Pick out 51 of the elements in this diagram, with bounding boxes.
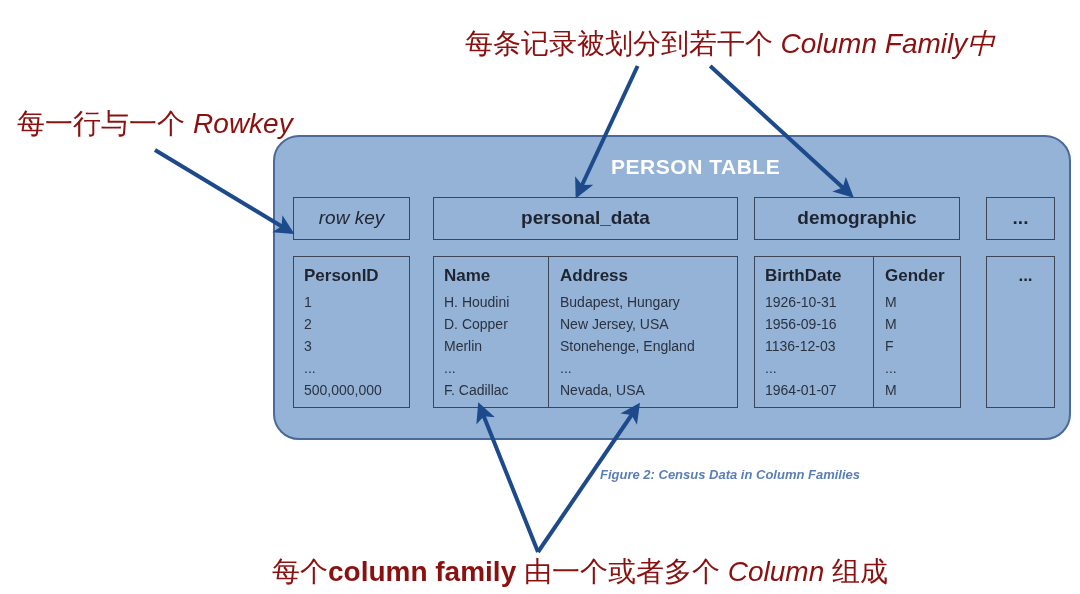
cell-value: M [885,292,898,312]
cell-value: H. Houdini [444,292,511,312]
arrow [476,402,540,553]
arrow [153,148,295,235]
table-title: PERSON TABLE [611,154,781,180]
cell-value: ... [304,358,317,378]
cell-value: 1926-10-31 [765,292,838,312]
cell-value: M [885,380,898,400]
column-family-header: personal_data [433,197,738,240]
column-box [549,256,738,408]
cell-value: F [885,336,895,356]
row-key-header: row key [293,197,410,240]
cell-value: D. Copper [444,314,509,334]
annotation-text: 每个column family 由一个或者多个 Column 组成 [230,552,930,592]
column-box [874,256,961,408]
cell-value: ... [560,358,573,378]
cell-value: 1136-12-03 [765,336,837,356]
cell-value: 2 [304,314,313,334]
cell-value: ... [885,358,898,378]
annotation-text: 每一行与一个 Rowkey [0,104,310,144]
figure-caption: Figure 2: Census Data in Column Families [600,466,861,484]
column-box [754,256,874,408]
cell-value: Stonehenge, England [560,336,696,356]
cell-value: ... [765,358,778,378]
cell-value: ... [444,358,457,378]
column-name: ... [1018,265,1033,287]
cell-value: New Jersey, USA [560,314,670,334]
cell-value: Merlin [444,336,484,356]
cell-value: 3 [304,336,313,356]
arrow [536,402,640,554]
cell-value: Budapest, Hungary [560,292,681,312]
column-name: BirthDate [765,265,843,287]
column-box [986,256,1055,408]
cell-value: 1 [304,292,313,312]
column-name: Address [560,265,630,287]
column-name: Name [444,265,492,287]
column-box [293,256,410,408]
column-family-header: ... [986,197,1055,240]
cell-value: 500,000,000 [304,380,383,400]
cell-value: 1964-01-07 [765,380,838,400]
column-box [433,256,549,408]
column-name: Gender [885,265,946,287]
column-name: PersonID [304,265,380,287]
cell-value: M [885,314,898,334]
cell-value: Nevada, USA [560,380,646,400]
arrow [708,64,854,198]
annotation-text: 每条记录被划分到若干个 Column Family中 [400,22,1060,66]
column-family-header: demographic [754,197,960,240]
cell-value: F. Cadillac [444,380,510,400]
arrow [575,65,640,199]
cell-value: 1956-09-16 [765,314,838,334]
